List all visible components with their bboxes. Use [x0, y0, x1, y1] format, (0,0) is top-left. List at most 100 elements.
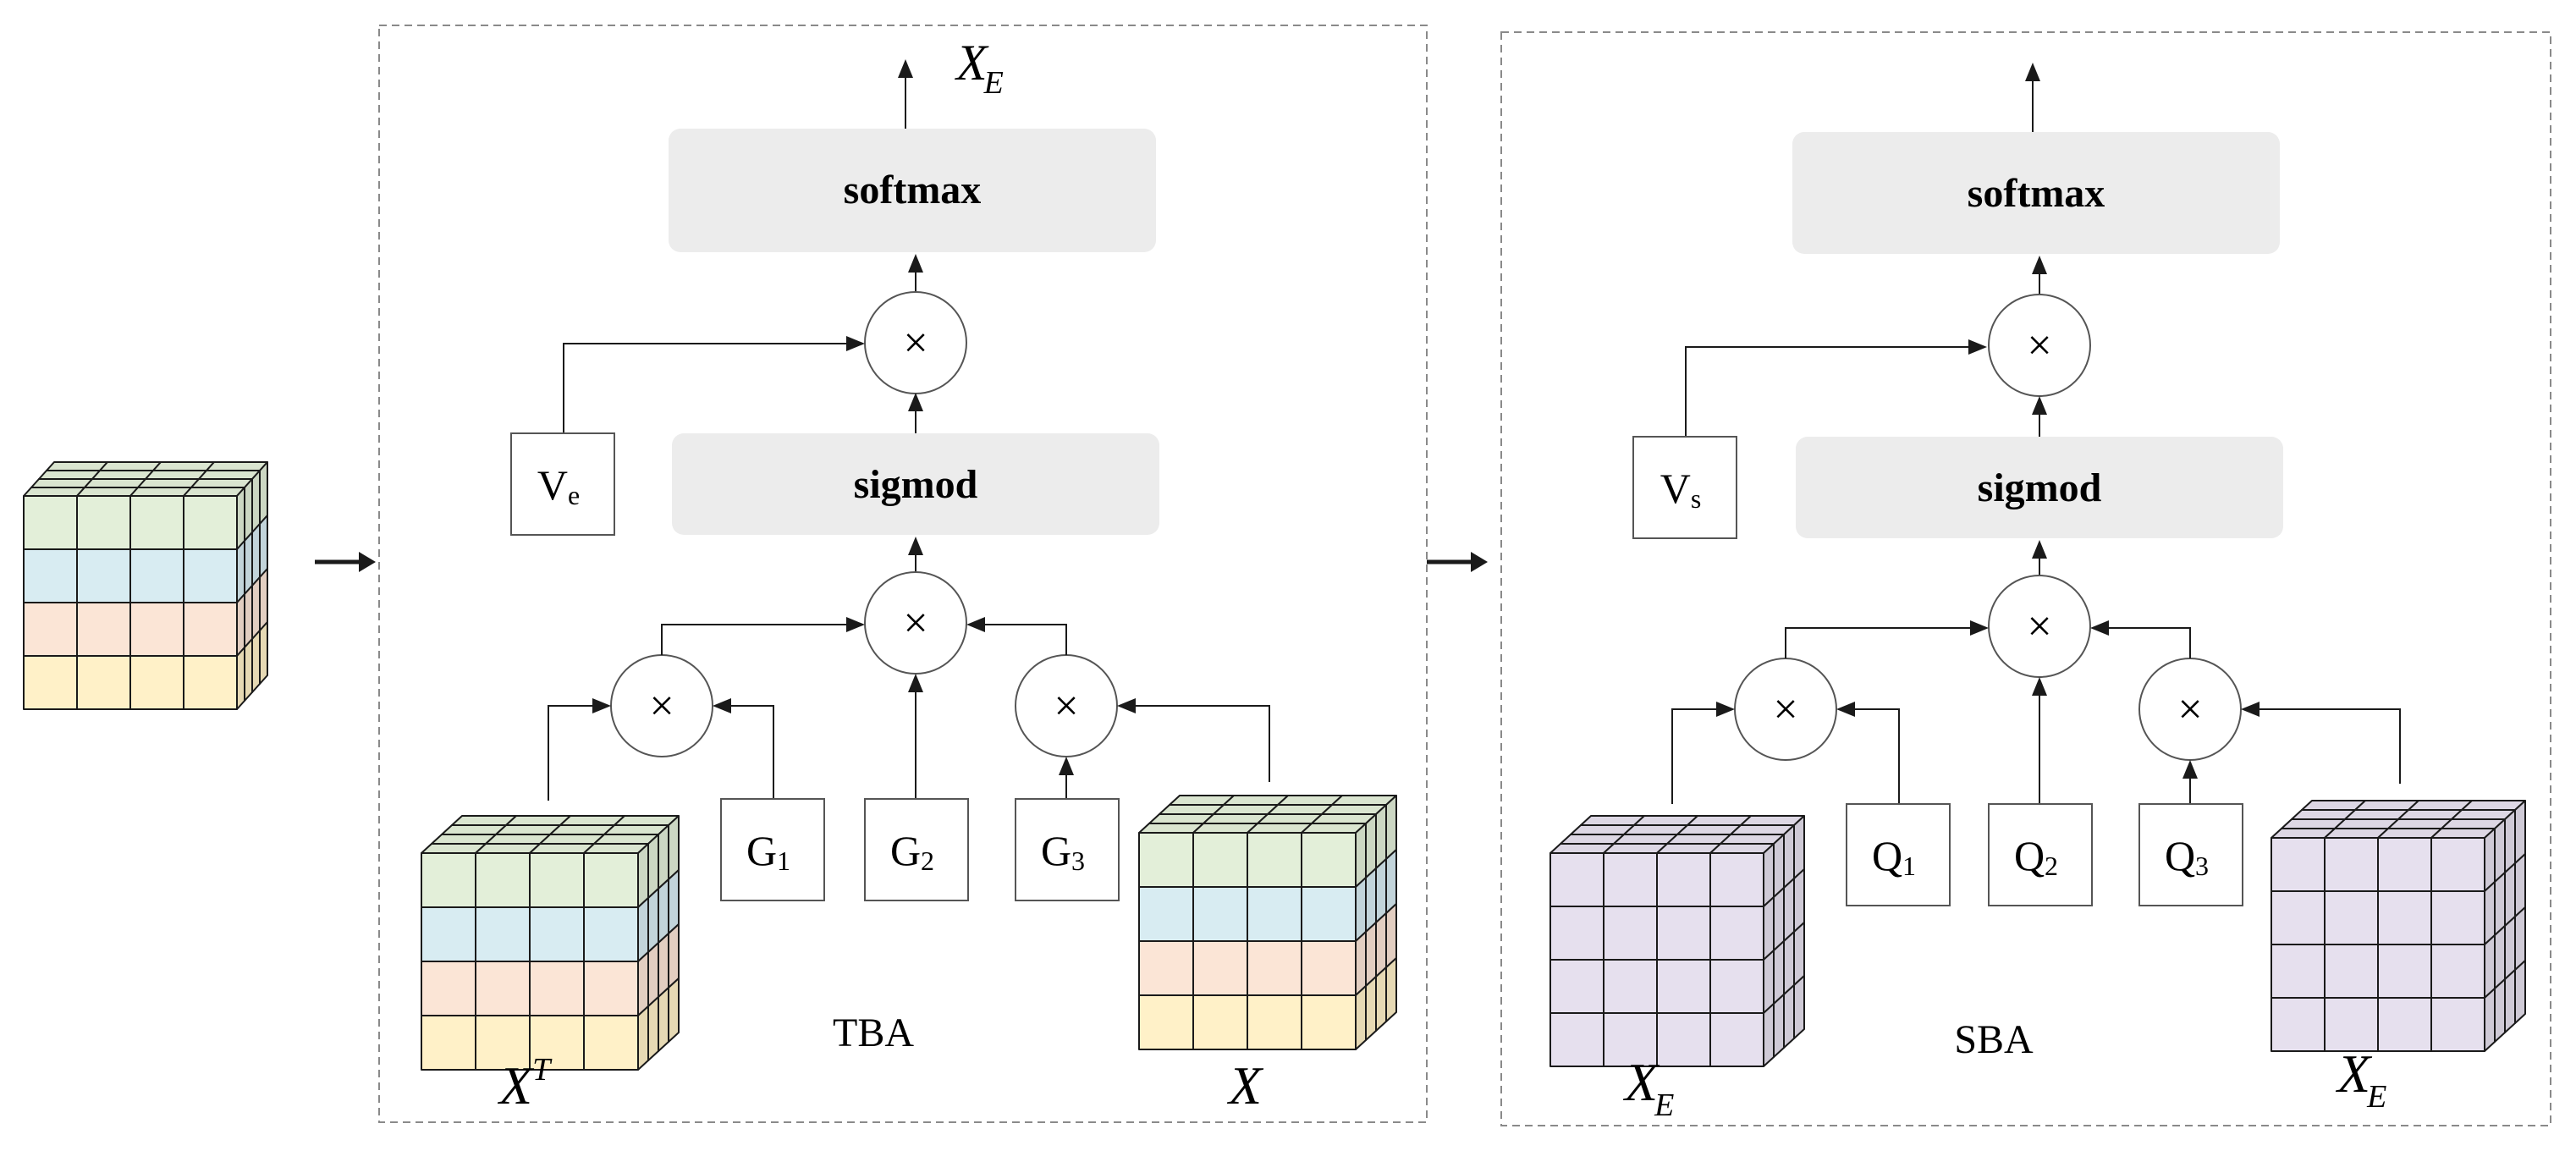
- cube-side-cell: [2514, 853, 2526, 917]
- tba-g3-box: [1015, 798, 1120, 901]
- tba-frame: [378, 25, 1428, 1123]
- cube-side-cell: [236, 647, 245, 710]
- tba-g3-label: G3: [1041, 827, 1085, 876]
- cube-front-cell: [1603, 959, 1658, 1014]
- sba-frame: [1500, 31, 2551, 1126]
- cube-side-cell: [647, 942, 659, 1007]
- cube-side-cell: [2504, 969, 2516, 1033]
- sba-multiply-mid-symbol: ×: [2027, 603, 2051, 651]
- cube-side-cell: [1773, 994, 1785, 1058]
- sba-xe-left-label: XE: [1622, 1052, 1674, 1123]
- cube-side-cell: [647, 834, 659, 899]
- tba-multiply-top-symbol: ×: [903, 319, 927, 367]
- cube-front-cell: [1603, 906, 1658, 961]
- cube-front-cell: [1138, 832, 1194, 888]
- cube-front-cell: [2271, 837, 2326, 892]
- stage-arrow-2: [1427, 552, 1488, 572]
- cube-side-cell: [2494, 872, 2506, 936]
- cube-front-cell: [583, 1015, 639, 1071]
- cube-front-cell: [2377, 837, 2432, 892]
- cube-front-cell: [1549, 906, 1604, 961]
- cube-side-cell: [2494, 818, 2506, 883]
- cube-side-cell: [236, 487, 245, 550]
- cube-side-cell: [1375, 858, 1387, 923]
- sba-q3-box: [2138, 803, 2243, 906]
- sba-softmax-block: [1792, 132, 2280, 254]
- tba-g1-box: [720, 798, 825, 901]
- cube-side-cell: [2504, 862, 2516, 927]
- cube-side-cell: [244, 585, 253, 648]
- sba-sigmod-label: sigmod: [1978, 465, 2102, 510]
- cube-side-cell: [1783, 878, 1795, 942]
- cube-front-cell: [1247, 832, 1302, 888]
- sba-q1-label: Q1: [1872, 832, 1916, 881]
- cube-front-cell: [1656, 959, 1711, 1014]
- cube-side-cell: [668, 978, 680, 1043]
- cube-front-cell: [529, 906, 585, 962]
- cube-side-cell: [244, 531, 253, 595]
- cube-side-cell: [1773, 887, 1785, 951]
- cube-side-cell: [251, 576, 261, 640]
- cube-front-cell: [2430, 890, 2485, 945]
- cube-front-cell: [1549, 1012, 1604, 1067]
- cube-side-cell: [251, 523, 261, 587]
- cube-side-cell: [251, 630, 261, 693]
- cube-front-cell: [1549, 852, 1604, 907]
- cube-side-cell: [1793, 815, 1805, 879]
- cube-front-cell: [583, 852, 639, 908]
- sba-q2-label: Q2: [2014, 832, 2058, 881]
- cube-side-cell: [1365, 867, 1377, 933]
- sba-q1-box: [1846, 803, 1951, 906]
- sba-title: SBA: [1954, 1017, 2034, 1062]
- cube-front-cell: [475, 906, 531, 962]
- tba-softmax-block: [669, 129, 1156, 252]
- cube-top-cell: [198, 470, 261, 480]
- cube-side-cell: [1355, 877, 1367, 942]
- cube-front-cell: [1247, 940, 1302, 996]
- tba-multiply-left-symbol: ×: [649, 682, 674, 730]
- tba-ve-label: Ve: [537, 461, 580, 510]
- cube-side-cell: [259, 621, 268, 685]
- cube-side-cell: [244, 478, 253, 542]
- cube-side-cell: [236, 593, 245, 657]
- cube-side-cell: [1783, 824, 1795, 889]
- tba-output-label: XE: [955, 35, 1004, 101]
- cube-front-cell: [2324, 837, 2379, 892]
- cube-side-cell: [1763, 1003, 1775, 1067]
- cube-top-cell: [129, 487, 192, 497]
- tba-softmax-label: softmax: [844, 168, 982, 212]
- cube-front-cell: [2430, 997, 2485, 1052]
- cube-side-cell: [668, 815, 680, 880]
- cube-side-cell: [259, 461, 268, 525]
- cube-side-cell: [2514, 906, 2526, 971]
- cube-side-cell: [1375, 967, 1387, 1032]
- cube-front-cell: [529, 852, 585, 908]
- cube-top-cell: [38, 470, 101, 480]
- cube-side-cell: [637, 897, 649, 962]
- sba-multiply-left-symbol: ×: [1773, 686, 1797, 734]
- cube-front-cell: [76, 655, 131, 710]
- cube-side-cell: [2484, 934, 2496, 999]
- cube-top-cell: [91, 470, 154, 480]
- sba-multiply-top-symbol: ×: [2027, 322, 2051, 370]
- sba-output-arrow: [2025, 63, 2040, 81]
- cube-front-cell: [1709, 1012, 1764, 1067]
- cube-side-cell: [1793, 975, 1805, 1039]
- sba-panel: softmax × Vs sigmod × × ×: [1500, 31, 2551, 1126]
- cube-front-cell: [1192, 940, 1248, 996]
- cube-top-cell: [190, 478, 253, 488]
- cube-front-cell: [1709, 906, 1764, 961]
- cube-front-cell: [2271, 944, 2326, 999]
- sba-xe-left-cube: [1549, 815, 1805, 1067]
- tba-multiply-mid-symbol: ×: [903, 599, 927, 647]
- cube-side-cell: [1385, 903, 1397, 968]
- cube-front-cell: [129, 655, 184, 710]
- cube-side-cell: [1763, 843, 1775, 907]
- cube-side-cell: [1793, 922, 1805, 986]
- cube-front-cell: [1656, 852, 1711, 907]
- cube-front-cell: [1192, 832, 1248, 888]
- cube-front-cell: [1192, 994, 1248, 1050]
- cube-top-cell: [99, 461, 162, 471]
- cube-front-cell: [23, 495, 78, 550]
